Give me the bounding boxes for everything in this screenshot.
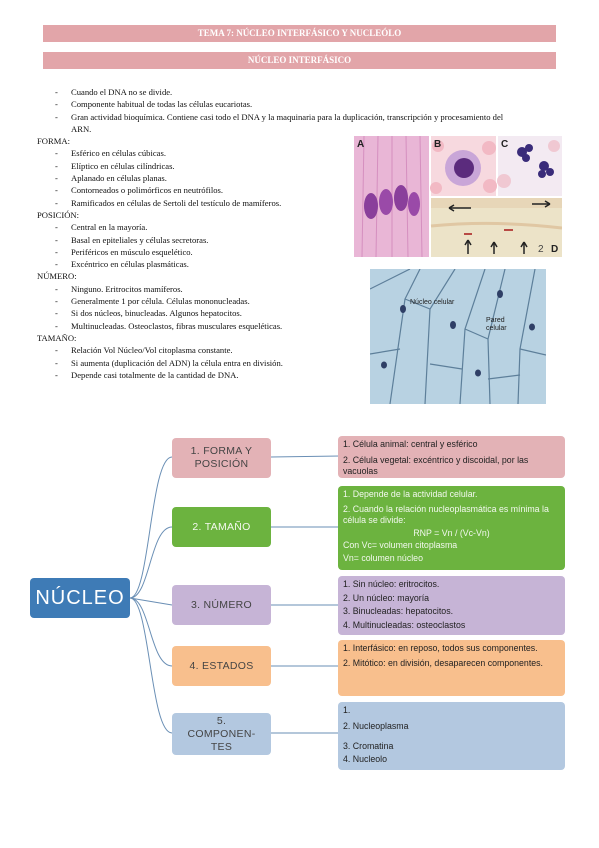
- branch-numero: 3. NÚMERO: [172, 585, 271, 625]
- numero-item: Si dos núcleos, binucleadas. Algunos hep…: [37, 307, 381, 320]
- page-title: TEMA 7: NÚCLEO INTERFÁSICO Y NUCLEÓLO: [43, 25, 556, 42]
- panel-d-label: D: [551, 244, 558, 255]
- label-nucleus: Núcleo celular: [410, 299, 455, 306]
- detail-line: 3. Binucleadas: hepatocitos.: [343, 606, 454, 616]
- intro-item: Gran actividad bioquímica. Contiene casi…: [37, 111, 511, 136]
- detail-estados: 1. Interfásico: en reposo, todos sus com…: [338, 640, 565, 696]
- branch-componentes: 5. COMPONEN-TES: [172, 713, 271, 755]
- detail-line: 1. Célula animal: central y esférico: [343, 439, 478, 449]
- forma-item: Elíptico en células cilíndricas.: [37, 160, 381, 173]
- posicion-item: Central en la mayoría.: [37, 221, 381, 234]
- branch-estados: 4. ESTADOS: [172, 646, 271, 686]
- onion-cells-micrograph: Núcleo celular Pared celular: [370, 269, 546, 404]
- branch-numero-label: 3. NÚMERO: [190, 599, 253, 611]
- label-wall-2: celular: [486, 325, 507, 332]
- detail-numero: 1. Sin núcleo: eritrocitos. 2. Un núcleo…: [338, 576, 565, 635]
- posicion-item: Periféricos en músculo esquelético.: [37, 246, 381, 259]
- detail-line: 2. Nucleoplasma: [343, 720, 409, 731]
- forma-item: Contorneados o polimórficos en neutrófil…: [37, 184, 381, 197]
- nucleus-micrograph-panel: A B C 2 D: [354, 136, 562, 257]
- branch-forma: 1. FORMA Y POSICIÓN: [172, 438, 271, 478]
- root-label: NÚCLEO: [35, 586, 125, 609]
- detail-forma: 1. Célula animal: central y esférico 2. …: [338, 436, 565, 478]
- tamano-item: Si aumenta (duplicación del ADN) la célu…: [37, 357, 381, 370]
- detail-line: 1. Interfásico: en reposo, todos sus com…: [343, 643, 538, 653]
- branch-tamano-label: 2. TAMAÑO: [192, 521, 251, 533]
- tamano-heading: TAMAÑO:: [37, 332, 77, 343]
- detail-line: 1. Sin núcleo: eritrocitos.: [343, 579, 440, 589]
- detail-tamano: 1. Depende de la actividad celular. 2. C…: [338, 486, 565, 570]
- forma-heading: FORMA:: [37, 136, 70, 147]
- intro-item: Cuando el DNA no se divide.: [37, 86, 517, 99]
- tamano-item: Relación Vol Núcleo/Vol citoplasma const…: [37, 344, 381, 357]
- mindmap-root: NÚCLEO: [30, 578, 130, 618]
- detail-line: Con Vc= volumen citoplasma: [343, 540, 458, 550]
- detail-line: 2. Cuando la relación nucleoplasmática e…: [343, 503, 549, 526]
- numero-item: Ninguno. Eritrocitos mamíferos.: [37, 283, 381, 296]
- panel-a-label: A: [357, 139, 364, 150]
- numero-item: Multinucleadas. Osteoclastos, fibras mus…: [37, 320, 381, 333]
- detail-line: Vn= columen núcleo: [343, 552, 423, 563]
- detail-line: 4. Nucleolo: [343, 753, 388, 764]
- section-title: NÚCLEO INTERFÁSICO: [43, 52, 556, 69]
- detail-line: 3. Cromatina: [343, 741, 394, 751]
- posicion-item: Basal en epiteliales y células secretora…: [37, 234, 381, 247]
- posicion-heading: POSICIÓN:: [37, 209, 80, 220]
- panel-b-label: B: [434, 139, 441, 150]
- branch-componentes-label: 5. COMPONEN-TES: [187, 714, 256, 753]
- forma-item: Ramificados en células de Sertoli del te…: [37, 197, 381, 210]
- tamano-item: Depende casi totalmente de la cantidad d…: [37, 369, 381, 382]
- branch-tamano: 2. TAMAÑO: [172, 507, 271, 547]
- branch-estados-label: 4. ESTADOS: [189, 660, 254, 672]
- formula-line: RNP = Vn / (Vc-Vn): [413, 527, 490, 538]
- label-wall-1: Pared: [486, 317, 505, 324]
- panel-c-label: C: [501, 139, 508, 150]
- numero-heading: NÚMERO:: [37, 271, 77, 282]
- detail-line: 2. Célula vegetal: excéntrico y discoida…: [343, 454, 529, 477]
- forma-item: Esférico en células cúbicas.: [37, 147, 381, 160]
- notes-text: Cuando el DNA no se divide. Componente h…: [37, 86, 517, 381]
- intro-item: Componente habitual de todas las células…: [37, 98, 517, 111]
- forma-item: Aplanado en células planas.: [37, 172, 381, 185]
- numero-item: Generalmente 1 por célula. Células monon…: [37, 295, 381, 308]
- detail-line: 1. Depende de la actividad celular.: [343, 489, 478, 499]
- detail-line: 1.: [343, 705, 351, 715]
- posicion-item: Excéntrico en células plasmáticas.: [37, 258, 381, 271]
- branch-forma-label: 1. FORMA Y POSICIÓN: [190, 445, 253, 470]
- detail-line: 4. Multinucleadas: osteoclastos: [343, 619, 466, 630]
- detail-componentes: 1. 2. Nucleoplasma 3. Cromatina 4. Nucle…: [338, 702, 565, 770]
- scale-number: 2: [538, 244, 544, 255]
- detail-line: 2. Un núcleo: mayoría: [343, 592, 430, 603]
- detail-line: 2. Mitótico: en división, desaparecen co…: [343, 657, 544, 668]
